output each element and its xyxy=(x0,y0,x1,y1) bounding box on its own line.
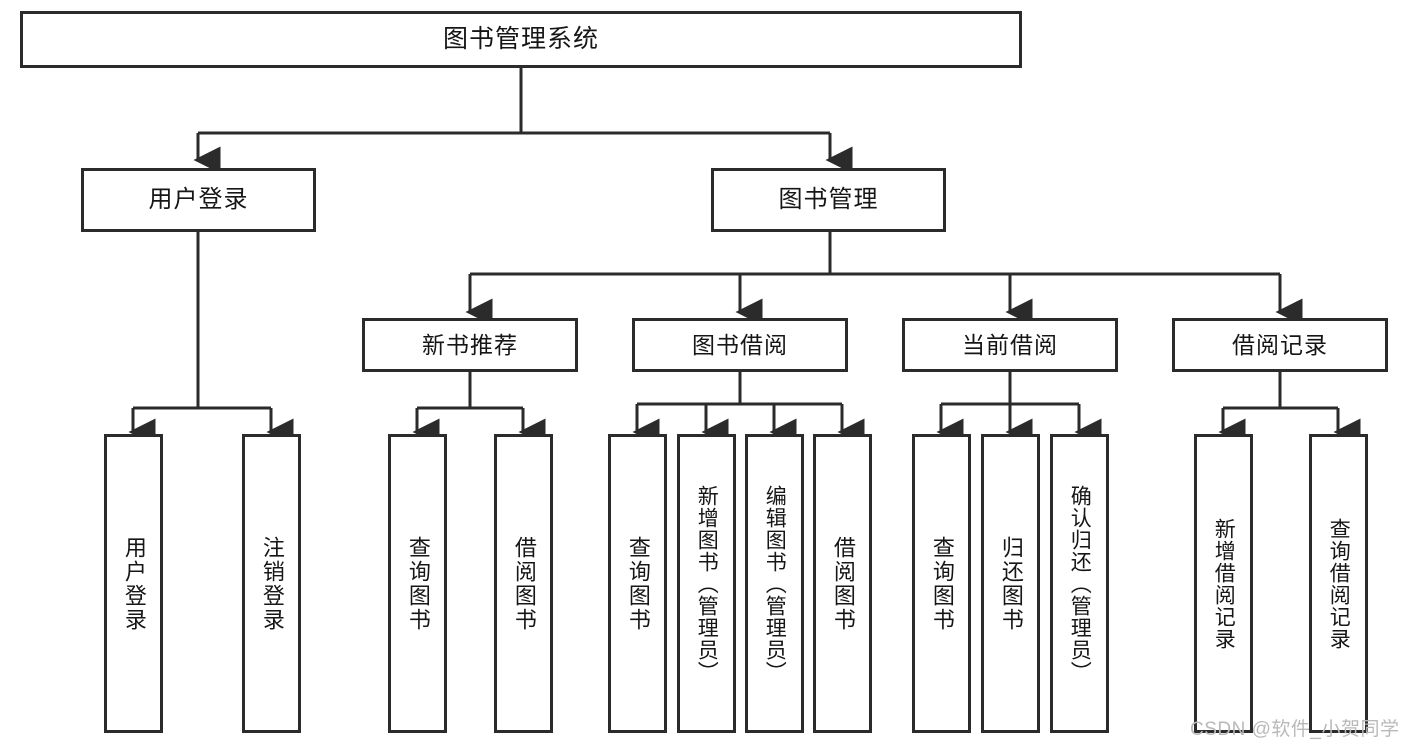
node-user-login[interactable]: 用户登录 xyxy=(81,168,316,232)
node-book-borrow[interactable]: 图书借阅 xyxy=(632,318,848,372)
node-current-borrow[interactable]: 当前借阅 xyxy=(902,318,1118,372)
leaf-node-query-book-3[interactable]: 查询图书 xyxy=(912,434,971,733)
leaf-node-edit-book[interactable]: 编辑图书（管理员） xyxy=(745,434,804,733)
leaf-node-borrow-book-2[interactable]: 借阅图书 xyxy=(813,434,872,733)
leaf-label: 查询图书 xyxy=(405,535,431,632)
leaf-node-add-record[interactable]: 新增借阅记录 xyxy=(1194,434,1253,733)
leaf-node-logout[interactable]: 注销登录 xyxy=(242,434,301,733)
leaf-node-query-record[interactable]: 查询借阅记录 xyxy=(1309,434,1368,733)
node-new-book-rec[interactable]: 新书推荐 xyxy=(362,318,578,372)
leaf-label: 查询借阅记录 xyxy=(1327,517,1351,650)
leaf-node-borrow-book-1[interactable]: 借阅图书 xyxy=(494,434,553,733)
node-label: 借阅记录 xyxy=(1232,331,1328,358)
node-label: 当前借阅 xyxy=(962,331,1058,358)
leaf-label: 编辑图书（管理员） xyxy=(763,484,787,683)
leaf-node-query-book-1[interactable]: 查询图书 xyxy=(388,434,447,733)
node-label: 新书推荐 xyxy=(422,331,518,358)
leaf-label: 注销登录 xyxy=(259,535,285,632)
node-label: 图书管理系统 xyxy=(442,25,599,54)
leaf-node-return-book[interactable]: 归还图书 xyxy=(981,434,1040,733)
leaf-label: 新增借阅记录 xyxy=(1212,517,1236,650)
node-borrow-record[interactable]: 借阅记录 xyxy=(1172,318,1388,372)
leaf-label: 用户登录 xyxy=(121,535,147,632)
leaf-label: 新增图书（管理员） xyxy=(695,484,719,683)
leaf-node-user-login[interactable]: 用户登录 xyxy=(104,434,163,733)
node-book-manage[interactable]: 图书管理 xyxy=(711,168,946,232)
leaf-label: 借阅图书 xyxy=(830,535,856,632)
leaf-label: 归还图书 xyxy=(998,535,1024,632)
node-label: 图书借阅 xyxy=(692,331,788,358)
leaf-node-add-book[interactable]: 新增图书（管理员） xyxy=(677,434,736,733)
watermark-credit: CSDN @软件_小贺同学 xyxy=(1190,719,1400,740)
leaf-label: 查询图书 xyxy=(625,535,651,632)
node-label: 用户登录 xyxy=(148,186,249,214)
leaf-node-query-book-2[interactable]: 查询图书 xyxy=(608,434,667,733)
leaf-label: 确认归还（管理员） xyxy=(1068,484,1092,683)
leaf-node-confirm-return[interactable]: 确认归还（管理员） xyxy=(1050,434,1109,733)
leaf-label: 借阅图书 xyxy=(511,535,537,632)
node-root-system[interactable]: 图书管理系统 xyxy=(20,11,1022,68)
node-label: 图书管理 xyxy=(778,186,879,214)
leaf-label: 查询图书 xyxy=(929,535,955,632)
